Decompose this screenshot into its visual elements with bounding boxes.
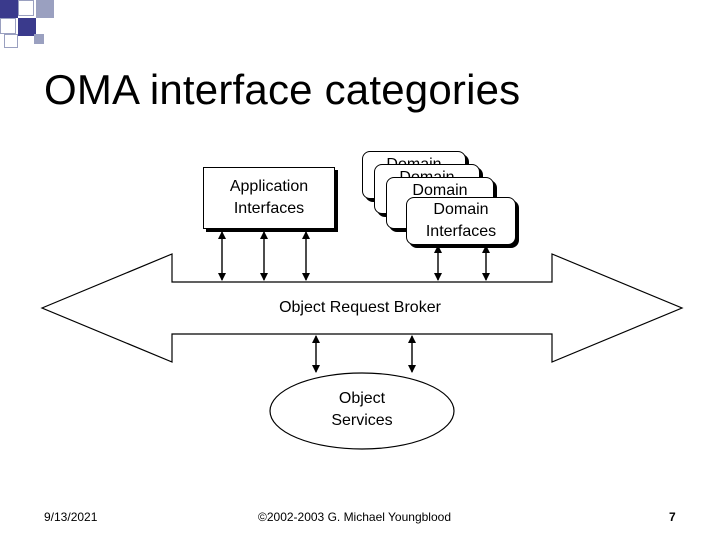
object-services-ellipse bbox=[269, 372, 455, 450]
orb-label: Object Request Broker bbox=[279, 299, 441, 316]
corner-square-1 bbox=[0, 0, 18, 18]
footer-date: 9/13/2021 bbox=[44, 510, 98, 524]
slide-title: OMA interface categories bbox=[44, 66, 521, 113]
domain-interfaces-label: Domain Interfaces bbox=[425, 201, 497, 240]
object-services-label: Object Services bbox=[331, 390, 393, 429]
corner-square-4 bbox=[0, 18, 16, 34]
domain-interfaces-box-front: Domain Interfaces bbox=[406, 197, 516, 245]
corner-square-6 bbox=[4, 34, 18, 48]
corner-square-5 bbox=[18, 18, 36, 36]
domain-label-back-3: Domain bbox=[412, 182, 468, 199]
application-interfaces-label: Application Interfaces bbox=[229, 178, 309, 217]
application-interfaces-box: Application Interfaces bbox=[203, 167, 335, 229]
corner-square-3 bbox=[36, 0, 54, 18]
orb-double-arrow bbox=[40, 253, 684, 363]
page-number: 7 bbox=[669, 510, 676, 524]
footer-copyright: ©2002-2003 G. Michael Youngblood bbox=[258, 510, 451, 524]
corner-square-2 bbox=[18, 0, 34, 16]
corner-square-7 bbox=[34, 34, 44, 44]
